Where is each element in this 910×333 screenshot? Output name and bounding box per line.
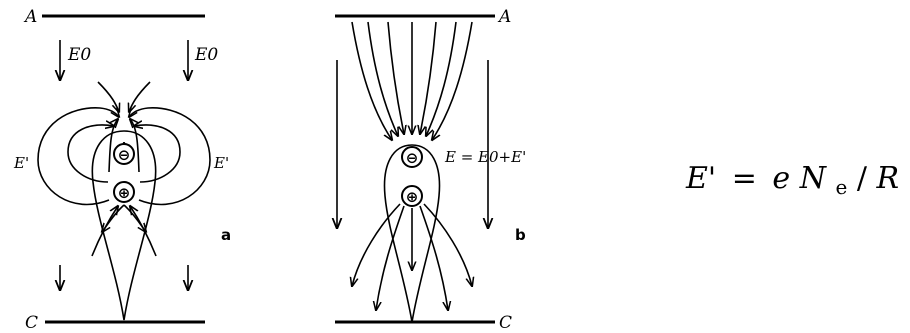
equation-exponent: 2 — [909, 157, 910, 181]
induced-field-loop-inner-right — [134, 125, 181, 183]
equation-slash: / — [857, 161, 868, 196]
field-line — [376, 205, 405, 310]
positive-charge-symbol: ⊕ — [118, 184, 131, 202]
field-line — [130, 206, 157, 257]
plate-top-label: A — [23, 7, 37, 27]
equation-lhs: E' — [685, 161, 716, 196]
field-line — [351, 21, 392, 140]
field-line — [130, 119, 140, 173]
induced-field-label-right: E' — [213, 154, 229, 172]
field-line — [352, 203, 401, 286]
plate-bottom-label: C — [25, 313, 38, 333]
field-line — [91, 206, 118, 257]
field-line — [426, 21, 457, 136]
negative-charge-symbol: ⊖ — [118, 146, 131, 164]
equation-charge: e — [772, 161, 790, 196]
equation-radius: R — [876, 161, 900, 196]
positive-charge-circle — [113, 181, 135, 203]
positive-charge-circle — [401, 185, 423, 207]
external-field-label-left: E0 — [67, 45, 91, 65]
negative-charge-circle — [113, 143, 135, 165]
plate-top-label: A — [497, 7, 511, 27]
negative-charge-symbol: ⊖ — [406, 149, 419, 167]
field-line — [432, 21, 473, 140]
field-line — [102, 204, 125, 232]
field-line — [387, 21, 404, 134]
field-line — [108, 119, 118, 173]
induced-field-loop-outer-left — [37, 107, 119, 206]
induced-field-loop-outer-right — [129, 107, 211, 206]
field-line — [420, 21, 437, 134]
equation-electron-count: N — [799, 161, 828, 196]
positive-charge-symbol: ⊕ — [406, 188, 419, 206]
field-line — [419, 205, 448, 310]
external-field-label-right: E0 — [194, 45, 218, 65]
panel-a — [37, 14, 211, 324]
field-line — [423, 203, 472, 286]
equation-equals: = — [732, 161, 757, 196]
induced-field-label-left: E' — [13, 154, 29, 172]
panel-b — [335, 14, 495, 324]
total-field-label: E = E0+E' — [444, 148, 526, 166]
induced-field-loop-inner-left — [67, 125, 114, 183]
panel-label-a: a — [221, 226, 231, 244]
induced-field-equation: E' = e N e / R 2 — [685, 157, 910, 202]
negative-charge-circle — [401, 146, 423, 168]
equation-electron-subscript: e — [836, 175, 848, 199]
field-line — [123, 204, 146, 232]
field-line — [367, 21, 398, 136]
panel-label-b: b — [515, 226, 526, 244]
plate-bottom-label: C — [499, 313, 512, 333]
